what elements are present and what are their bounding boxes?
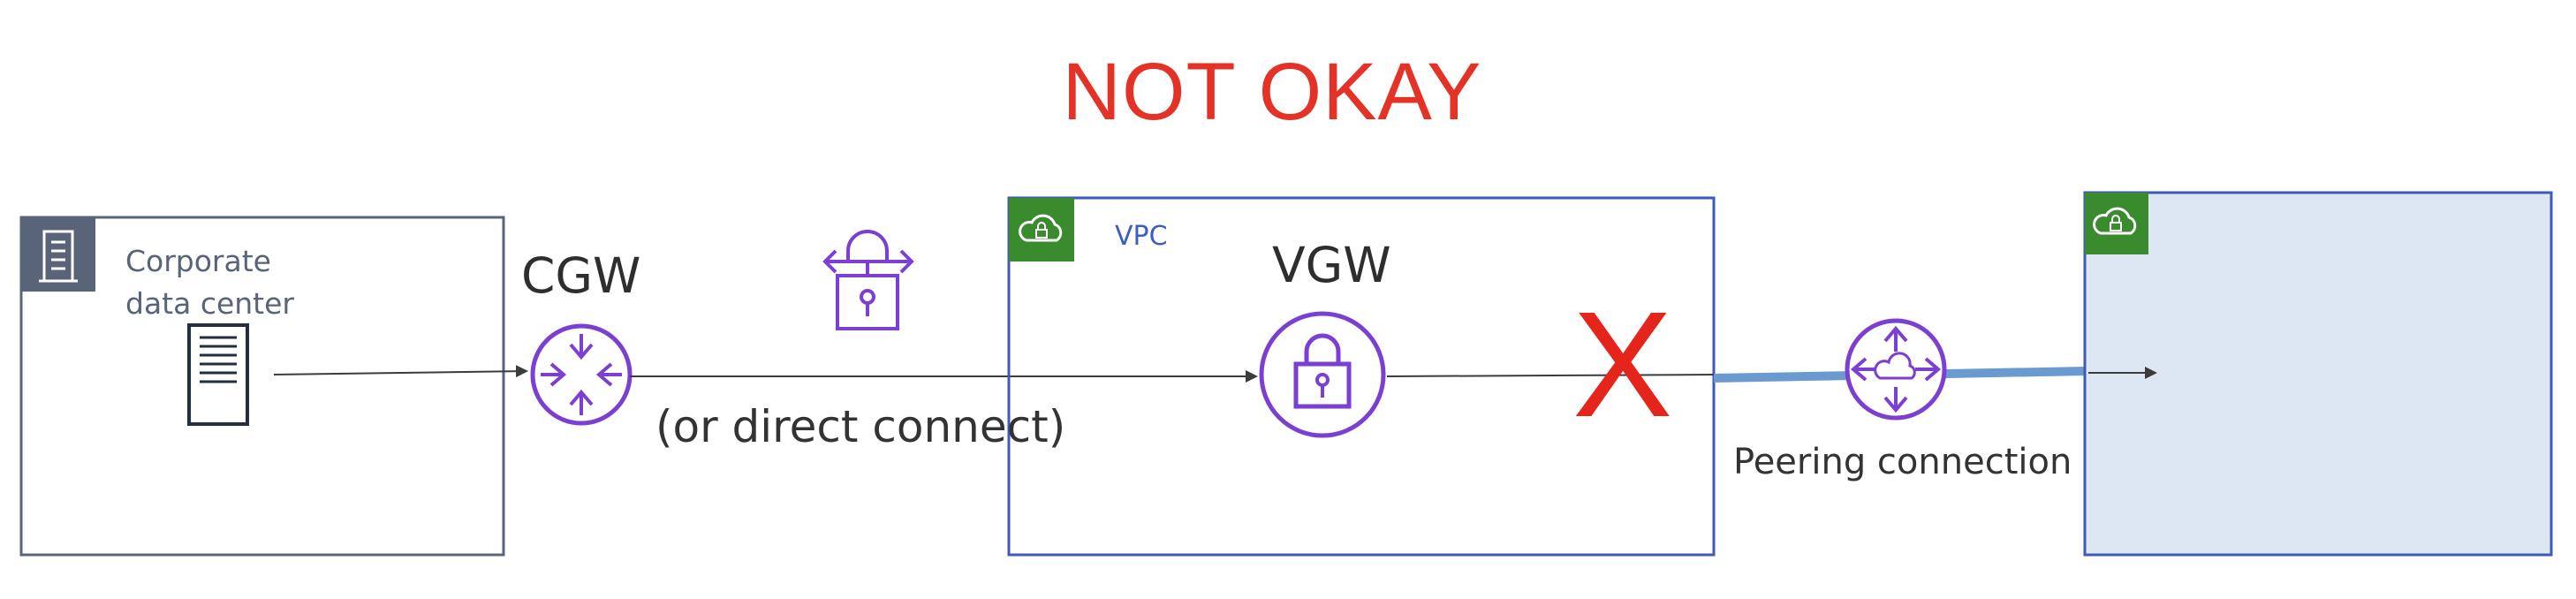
vgw-lock-icon (1259, 311, 1386, 438)
corporate-label-line1: Corporate (125, 244, 271, 278)
peered-cloud-lock-icon (2085, 193, 2148, 254)
corporate-datacenter-label: Corporate data center (125, 240, 294, 325)
peering-router-icon (1845, 318, 1947, 421)
vgw-label: VGW (1272, 237, 1391, 293)
page-title: NOT OKAY (1062, 47, 1482, 137)
corporate-datacenter-box (19, 216, 505, 557)
vpc-label: VPC (1115, 221, 1168, 252)
server-icon (187, 323, 249, 426)
cloud-lock-icon (1009, 198, 1074, 262)
arrow-server-to-cgw (273, 365, 528, 378)
line-vgw-to-peering (1386, 374, 1716, 377)
peered-vpc-box (2083, 191, 2553, 557)
direct-connect-label: (or direct connect) (655, 401, 1066, 452)
corporate-label-line2: data center (125, 286, 294, 321)
building-icon (21, 217, 95, 292)
cgw-label: CGW (521, 247, 641, 304)
vpn-lock-icon (822, 230, 914, 330)
peering-connection-label: Peering connection (1733, 442, 2072, 482)
blocked-x-mark: X (1572, 281, 1673, 449)
router-icon (530, 323, 633, 426)
